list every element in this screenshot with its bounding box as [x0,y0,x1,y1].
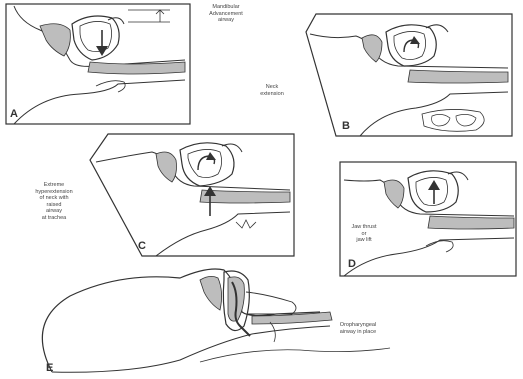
panel-c-caption: Extreme hyperextension of neck with rais… [18,182,90,221]
panel-e-caption: Oropharyngeal airway in place [316,322,400,335]
panel-d-caption: Jaw thrust or jaw lift [340,224,388,244]
panel-e-caption-line-2: airway in place [316,329,400,336]
panel-b: B [300,10,523,140]
panel-c: C [86,130,298,260]
panel-e-illustration [30,262,430,379]
panel-e-letter: E [46,362,53,374]
panel-a-illustration [0,0,200,130]
panel-c-caption-line-6: at trachea [18,215,90,222]
panel-a-caption: Mandibular Advancement airway [196,4,256,24]
panel-d-caption-line-3: jaw lift [340,237,388,244]
panel-b-letter: B [342,120,350,132]
panel-b-illustration [300,10,523,140]
panel-c-letter: C [138,240,146,252]
panel-a-letter: A [10,108,18,120]
panel-c-illustration [86,130,298,260]
panel-e: E [30,262,430,379]
panel-b-caption-line-2: extension [244,91,300,98]
panel-a-caption-line-3: airway [196,17,256,24]
panel-b-caption: Neck extension [244,84,300,97]
panel-a: A Mandibular Advancement airway [0,0,200,130]
